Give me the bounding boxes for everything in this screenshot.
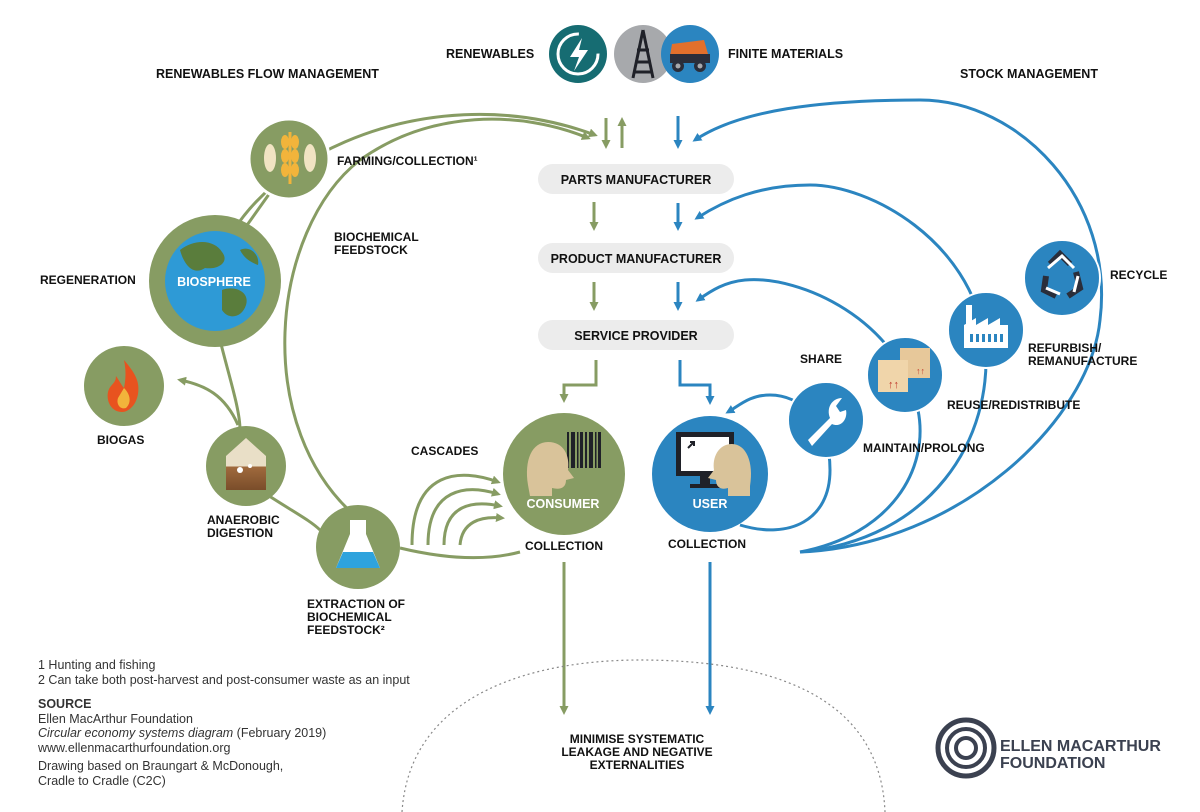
ellen-macarthur-logo-icon [935, 717, 997, 779]
anaerobic-digestion-node [206, 426, 286, 506]
mining-truck-icon [661, 25, 719, 83]
svg-text:USER: USER [693, 497, 728, 511]
lightning-icon [570, 38, 588, 71]
source-heading: SOURCE [38, 697, 92, 711]
biochemical-feedstock-label-2: FEEDSTOCK [334, 243, 408, 257]
cascade-4 [458, 512, 505, 546]
refurbish-loop [694, 183, 988, 554]
svg-text:BIOSPHERE: BIOSPHERE [177, 275, 251, 289]
leakage-label-3: EXTERNALITIES [590, 758, 685, 772]
maintain-prolong-node [787, 381, 865, 459]
logo-line-2: FOUNDATION [1000, 755, 1106, 772]
stock-management-heading: STOCK MANAGEMENT [960, 67, 1098, 81]
consumer-head-icon [526, 442, 574, 496]
cascades-label: CASCADES [411, 444, 478, 458]
ellen-macarthur-logo-text: ELLEN MACARTHUR FOUNDATION [1000, 738, 1161, 772]
blue-service-to-user [678, 360, 715, 405]
drawing-credit-2: Cradle to Cradle (C2C) [38, 773, 166, 788]
parts-manufacturer-pill: PARTS MANUFACTURER [538, 164, 734, 194]
recycle-label: RECYCLE [1110, 268, 1167, 282]
cascade-2 [426, 487, 501, 546]
source-line: Circular economy systems diagram (Februa… [38, 726, 410, 741]
svg-text:PRODUCT MANUFACTURER: PRODUCT MANUFACTURER [551, 252, 722, 266]
svg-text:↑↑: ↑↑ [888, 379, 899, 391]
anaerobic-digestion-label-1: ANAEROBIC [207, 513, 280, 527]
drawing-credit-1: Drawing based on Braungart & McDonough, [38, 759, 284, 773]
fish-wheat-icon [264, 132, 316, 184]
refurbish-label-1: REFURBISH/ [1028, 341, 1102, 355]
footnote-1: 1 Hunting and fishing [38, 658, 156, 672]
footnote-2: 2 Can take both post-harvest and post-co… [38, 672, 410, 687]
extraction-label-1: EXTRACTION OF [307, 597, 405, 611]
biogas-node [84, 346, 164, 426]
renewables-label: RENEWABLES [446, 47, 534, 61]
leakage-label-1: MINIMISE SYSTEMATIC [570, 732, 705, 746]
source-title: Circular economy systems diagram [38, 726, 234, 740]
factory-icon [964, 305, 1008, 348]
biological-flows [177, 112, 627, 715]
user-node: USER [652, 416, 768, 532]
bio-arrow-to-biogas [177, 376, 240, 426]
cascade-1 [410, 473, 501, 546]
finite-materials-label: FINITE MATERIALS [728, 47, 843, 61]
refurbish-label-2: REMANUFACTURE [1028, 354, 1137, 368]
logo-line-1: ELLEN MACARTHUR [1000, 738, 1161, 755]
anaerobic-digestion-label-2: DIGESTION [207, 526, 273, 540]
refurbish-remanufacture-node [947, 291, 1025, 369]
consumer-node: CONSUMER [503, 413, 625, 535]
farming-collection-node [247, 117, 331, 201]
recycle-node [1023, 239, 1101, 317]
flask-icon [336, 520, 380, 568]
svg-text:SERVICE PROVIDER: SERVICE PROVIDER [574, 329, 697, 343]
source-org: Ellen MacArthur Foundation [38, 711, 193, 726]
farming-collection-label: FARMING/COLLECTION¹ [337, 154, 478, 168]
soil-layers-icon [226, 438, 266, 490]
footnotes: 1 Hunting and fishing 2 Can take both po… [38, 658, 410, 788]
flame-icon [107, 360, 139, 412]
extraction-label-2: BIOCHEMICAL [307, 610, 392, 624]
leakage-label-2: LEAKAGE AND NEGATIVE [561, 745, 712, 759]
biochemical-feedstock-label-1: BIOCHEMICAL [334, 230, 419, 244]
extraction-label-3: FEEDSTOCK² [307, 623, 385, 637]
source-date: (February 2019) [233, 726, 327, 740]
barcode-icon [567, 432, 601, 468]
svg-text:CONSUMER: CONSUMER [527, 497, 600, 511]
svg-text:↑↑: ↑↑ [916, 366, 925, 376]
biogas-label: BIOGAS [97, 433, 144, 447]
renewables-flow-heading: RENEWABLES FLOW MANAGEMENT [156, 67, 379, 81]
reuse-redistribute-label: REUSE/REDISTRIBUTE [947, 398, 1080, 412]
user-head-icon [708, 444, 752, 496]
user-collection-label: COLLECTION [668, 537, 746, 551]
renewables-icon [549, 25, 607, 83]
oil-rig-icon [614, 25, 672, 83]
source-url: www.ellenmacarthurfoundation.org [38, 740, 231, 755]
bio-return-extraction [399, 546, 521, 560]
cascade-3 [442, 500, 503, 546]
consumer-collection-label: COLLECTION [525, 539, 603, 553]
regeneration-label: REGENERATION [40, 273, 136, 287]
boxes-icon: ↑↑ ↑↑ [878, 348, 930, 392]
green-service-to-consumer [559, 360, 598, 403]
reuse-redistribute-node: ↑↑ ↑↑ [866, 336, 944, 414]
bio-link-biosphere-digestion [218, 339, 242, 431]
biosphere-node: BIOSPHERE [149, 215, 281, 347]
recycle-loop [692, 98, 1103, 554]
product-manufacturer-pill: PRODUCT MANUFACTURER [538, 243, 734, 273]
share-label: SHARE [800, 352, 842, 366]
svg-text:PARTS MANUFACTURER: PARTS MANUFACTURER [561, 173, 711, 187]
maintain-prolong-label: MAINTAIN/PROLONG [863, 441, 985, 455]
inner-feedstock-loop [283, 117, 591, 522]
wrench-icon [808, 398, 847, 446]
extraction-node [316, 505, 400, 589]
service-provider-pill: SERVICE PROVIDER [538, 320, 734, 350]
